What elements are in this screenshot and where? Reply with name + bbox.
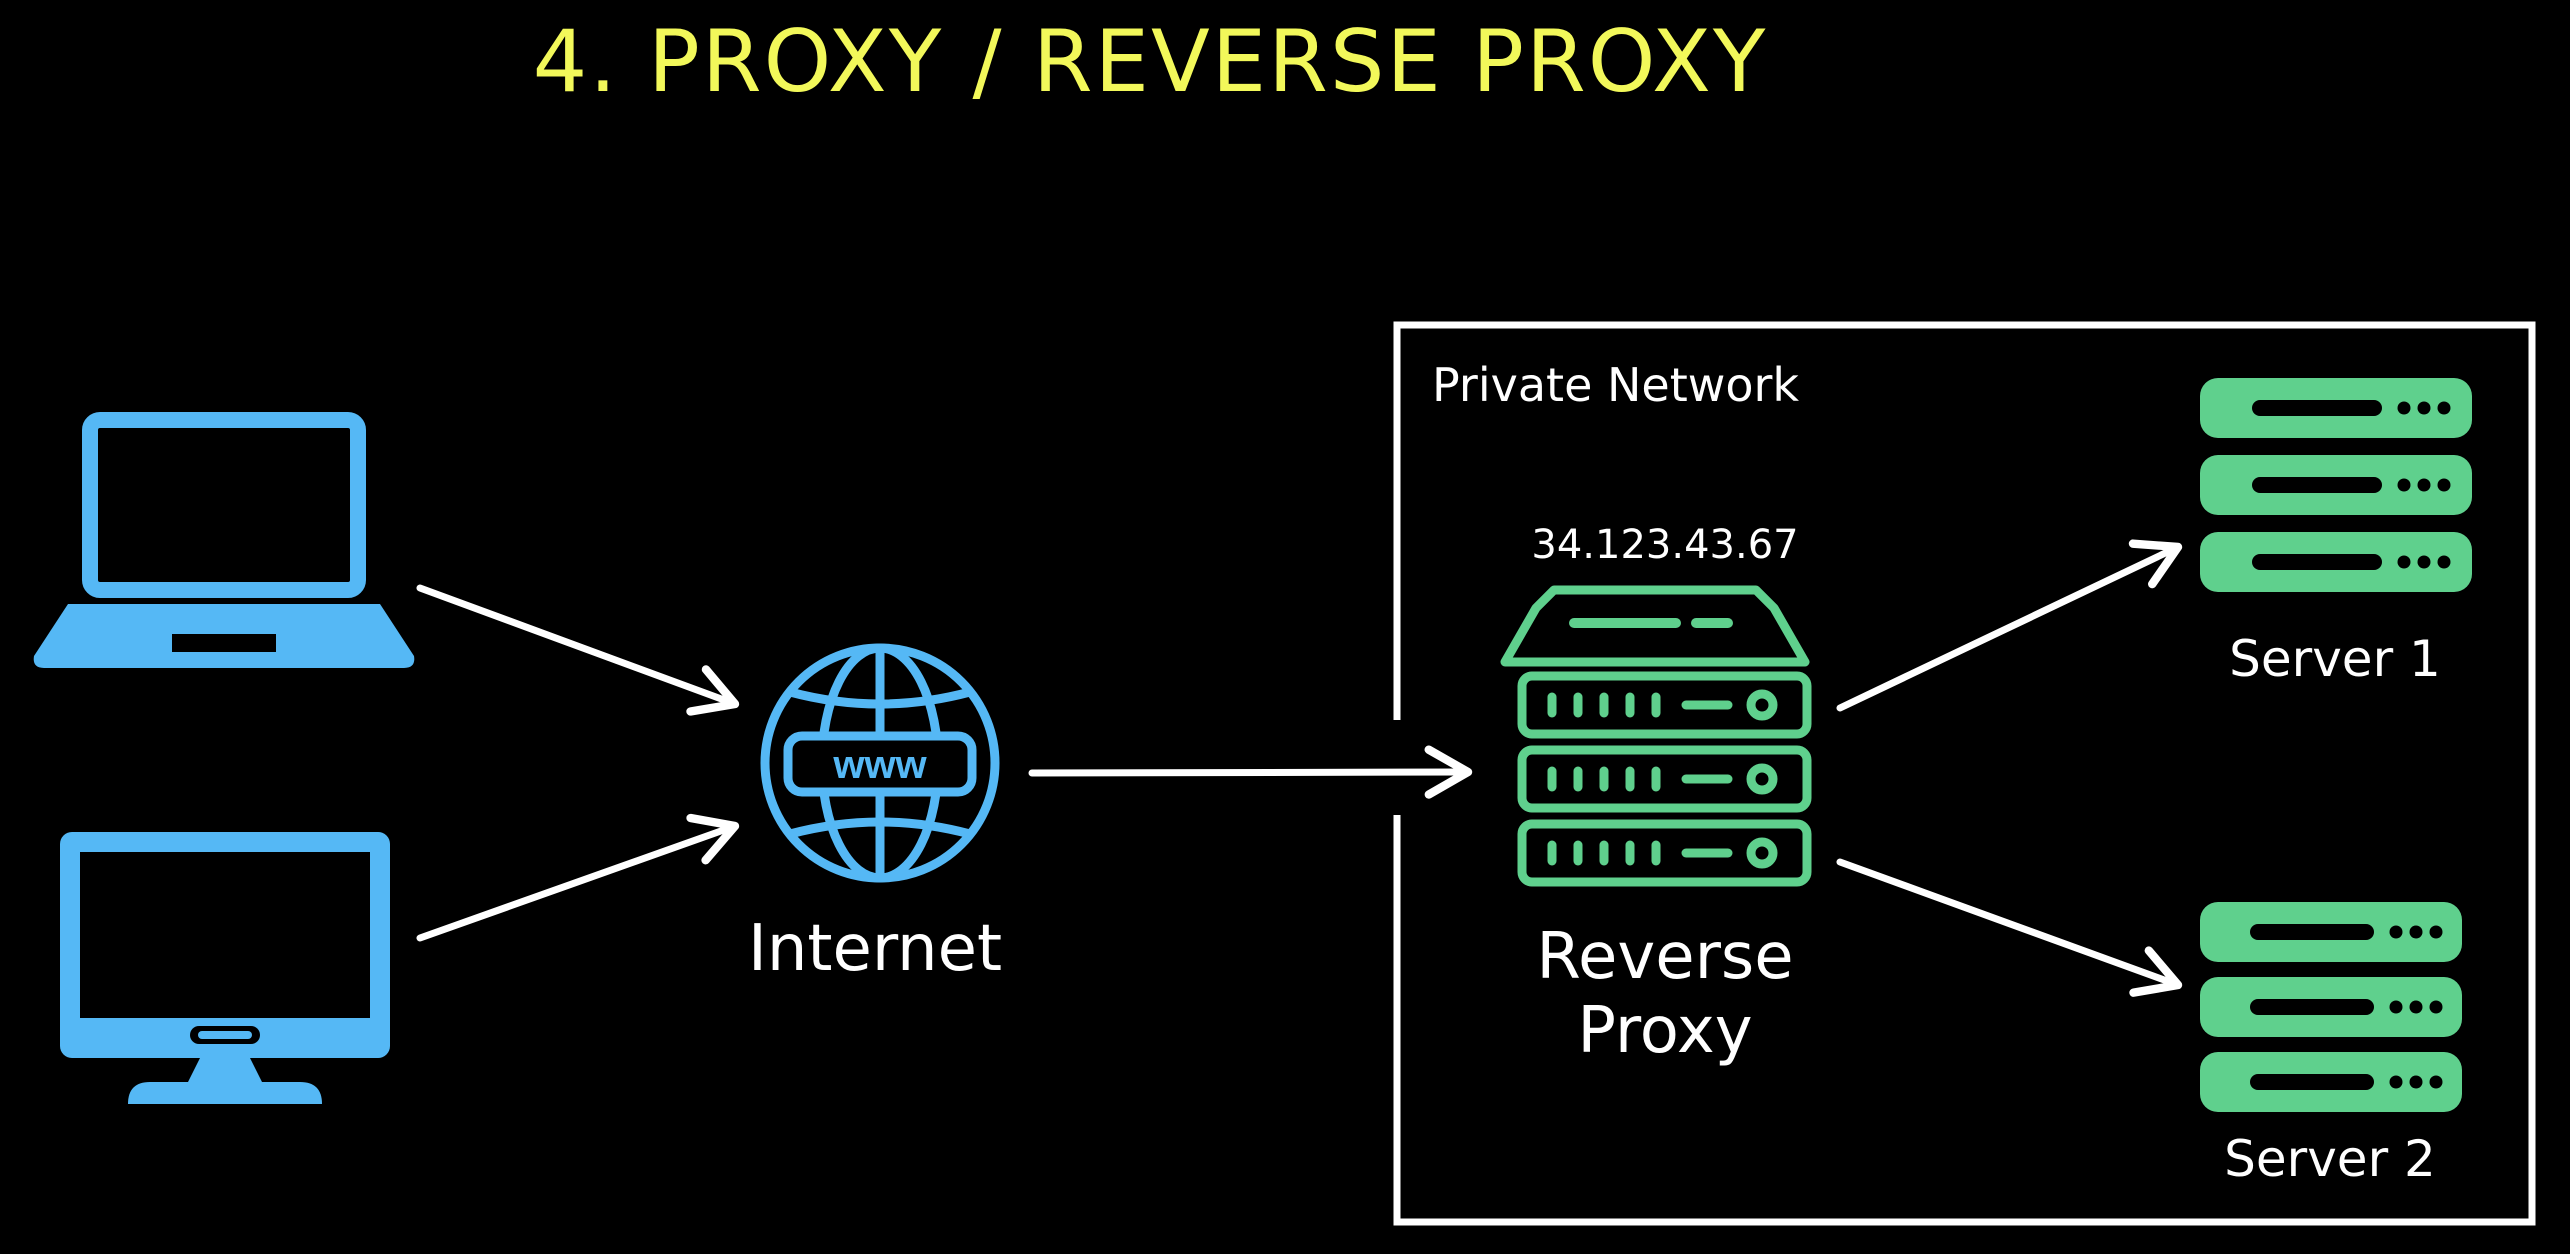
server-1-label: Server 1 — [2229, 630, 2441, 688]
globe-www-text: www — [832, 743, 927, 787]
arrow-reverse-proxy-to-server-2 — [1836, 858, 2183, 997]
private-network-label: Private Network — [1432, 358, 1800, 412]
reverse-proxy-label: Reverse Proxy — [1470, 920, 1860, 1068]
arrow-reverse-proxy-to-server-1 — [1836, 539, 2183, 712]
reverse-proxy-ip: 34.123.43.67 — [1531, 522, 1799, 568]
arrow-desktop-to-internet — [416, 813, 740, 942]
server-1-icon — [2200, 378, 2472, 592]
reverse-proxy-label-line1: Reverse — [1536, 920, 1794, 994]
globe-www-icon: www — [760, 643, 1000, 883]
server-stack-icon — [1500, 585, 1812, 887]
internet-label: Internet — [747, 912, 1003, 986]
laptop-icon — [33, 412, 415, 668]
page-title: 4. PROXY / REVERSE PROXY — [532, 12, 1768, 112]
arrow-laptop-to-internet — [416, 584, 740, 716]
desktop-monitor-icon — [60, 832, 390, 1104]
server-2-icon — [2200, 902, 2462, 1112]
arrow-internet-to-reverse-proxy — [1028, 745, 1473, 799]
reverse-proxy-label-line2: Proxy — [1577, 994, 1753, 1068]
private-network-frame — [1393, 321, 2536, 1226]
server-2-label: Server 2 — [2224, 1130, 2436, 1188]
